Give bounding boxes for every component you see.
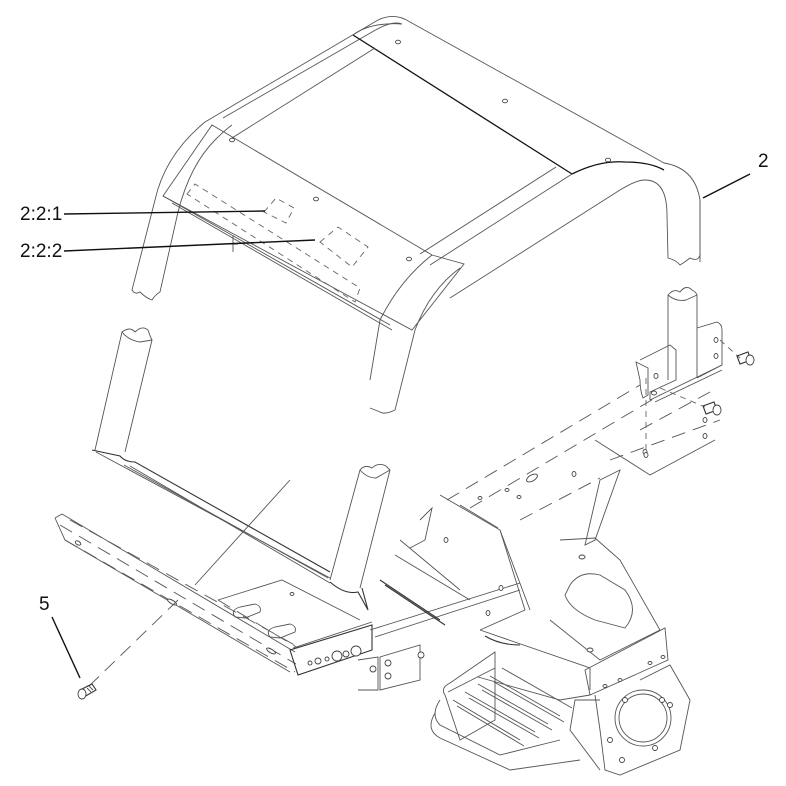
- right-rear-bracket: [635, 287, 755, 458]
- leader-2: [702, 173, 751, 199]
- bolt-lower-right: [702, 401, 722, 416]
- left-frame-rail: [54, 513, 521, 691]
- callout-leaders: [51, 173, 751, 679]
- callout-2: 2: [758, 151, 769, 172]
- leader-2-2-2: [63, 239, 316, 252]
- center-floor-plate: [84, 479, 361, 691]
- center-lower-upright: [329, 463, 391, 611]
- center-frame: [379, 384, 721, 631]
- bolt-upper-right: [736, 351, 755, 366]
- left-lower-upright: [91, 327, 331, 584]
- roll-bar-upper-hoop: [131, 16, 701, 414]
- bolt-item-5: [77, 683, 97, 700]
- leader-2-2-1: [63, 210, 266, 215]
- callout-2-2-1: 2:2:1: [20, 204, 63, 225]
- callout-2-2-2: 2:2:2: [20, 241, 63, 262]
- callout-5: 5: [39, 594, 50, 615]
- front-step-housing: [430, 537, 691, 776]
- leader-5: [51, 616, 81, 679]
